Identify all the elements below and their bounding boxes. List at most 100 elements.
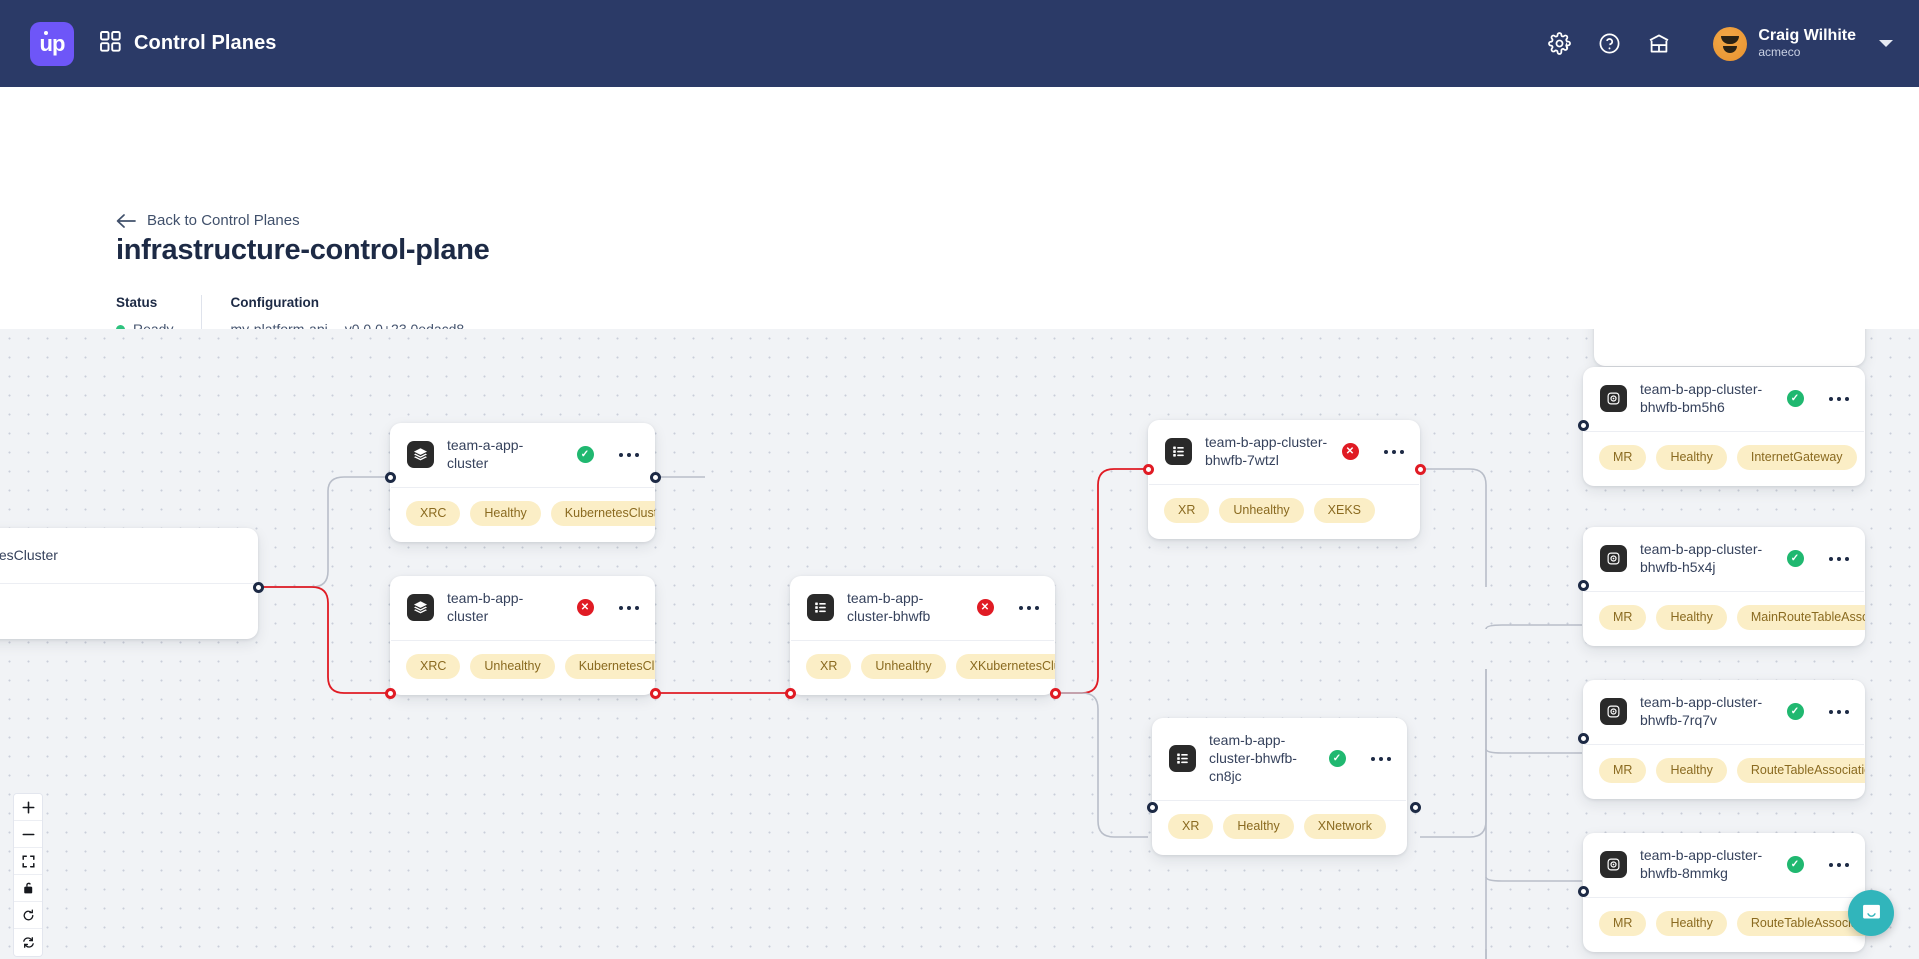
node-kubernetescluster[interactable]: KubernetesCluster API [0, 528, 258, 639]
reload-icon[interactable] [14, 902, 42, 929]
back-link-label: Back to Control Planes [147, 212, 300, 229]
node-handle-kubernetescluster-out[interactable] [253, 582, 264, 593]
node-divider [1584, 590, 1864, 592]
lock-icon[interactable] [14, 875, 42, 902]
node-tag: XR [806, 653, 852, 680]
node-title: team-b-app-cluster [447, 590, 524, 624]
managed-resource-icon [1600, 545, 1627, 573]
node-handle-team-a-in[interactable] [385, 472, 396, 483]
resource-icon [807, 594, 834, 622]
configuration-label: Configuration [230, 295, 319, 310]
node-menu-button[interactable] [618, 452, 639, 458]
node-title: KubernetesCluster [0, 546, 58, 563]
node-handle-bm5h6-in[interactable] [1578, 420, 1589, 431]
node-tag: MR [1599, 444, 1647, 471]
node-tag: MainRouteTableAssociation [1736, 604, 1865, 631]
node-team-b-app-cluster[interactable]: team-b-app-cluster ✕ XRC Unhealthy Kuber… [390, 576, 655, 696]
node-menu-button[interactable] [618, 605, 639, 611]
node-team-b-app-cluster-bhwfb-7rq7v[interactable]: team-b-app-cluster-bhwfb-7rq7v ✓ MR Heal… [1583, 680, 1865, 800]
stack-icon [407, 594, 434, 622]
node-title: team-b-app-cluster-bhwfb-h5x4j [1640, 541, 1763, 575]
node-title: team-b-app-cluster-bhwfb [847, 590, 931, 624]
avatar [1713, 26, 1748, 61]
node-handle-bhwfb-out[interactable] [1050, 688, 1061, 699]
node-tags: XR Healthy XNetwork [1152, 801, 1407, 856]
node-handle-h5x4j-in[interactable] [1578, 580, 1589, 591]
node-handle-team-a-out[interactable] [650, 472, 661, 483]
node-tags: API [0, 584, 258, 639]
node-team-b-app-cluster-bhwfb-8mmkg[interactable]: team-b-app-cluster-bhwfb-8mmkg ✓ MR Heal… [1583, 833, 1865, 953]
sync-icon[interactable] [14, 929, 42, 956]
zoom-out-button[interactable] [14, 821, 42, 848]
node-handle-team-b-in[interactable] [385, 688, 396, 699]
nav-right-cluster: Craig Wilhite acmeco [1545, 26, 1893, 61]
node-menu-button[interactable] [1018, 605, 1039, 611]
node-title: team-a-app-cluster [447, 437, 524, 471]
node-handle-7wtzl-out[interactable] [1415, 464, 1426, 475]
back-to-control-planes-link[interactable]: Back to Control Planes [116, 212, 300, 229]
page-header: Back to Control Planes infrastructure-co… [0, 87, 1919, 416]
node-divider [1584, 430, 1864, 432]
chat-bubble-icon[interactable] [1848, 890, 1894, 936]
arrow-left-icon [116, 213, 136, 228]
user-name: Craig Wilhite [1758, 26, 1856, 44]
node-handle-7wtzl-in[interactable] [1143, 464, 1154, 475]
node-divider [791, 639, 1054, 641]
node-menu-button[interactable] [1828, 709, 1849, 715]
logo-dot [44, 30, 48, 35]
node-tag: MR [1599, 757, 1647, 784]
node-header: team-b-app-cluster-bhwfb ✕ [790, 576, 1055, 640]
node-tags: XR Unhealthy XKubernetesCluster [790, 641, 1055, 696]
node-header: KubernetesCluster [0, 528, 258, 583]
managed-resource-icon [1600, 698, 1627, 726]
resource-icon [1169, 745, 1196, 773]
user-menu[interactable]: Craig Wilhite acmeco [1713, 26, 1893, 61]
node-team-b-app-cluster-bhwfb-cn8jc[interactable]: team-b-app-cluster-bhwfb-cn8jc ✓ XR Heal… [1152, 718, 1407, 856]
resource-graph-canvas[interactable]: KubernetesCluster API team-a-app-cluster… [0, 329, 1919, 959]
node-divider [1153, 799, 1406, 801]
node-partial-top[interactable] [1594, 329, 1865, 366]
node-tag: KubernetesCluster [550, 500, 655, 527]
node-menu-button[interactable] [1370, 756, 1391, 762]
node-tag: XKubernetesCluster [955, 653, 1055, 680]
node-tag: Unhealthy [470, 653, 555, 680]
node-tag: RouteTableAssociation [1736, 757, 1865, 784]
node-handle-7rq7v-in[interactable] [1578, 733, 1589, 744]
node-team-b-app-cluster-bhwfb-7wtzl[interactable]: team-b-app-cluster-bhwfb-7wtzl ✕ XR Unhe… [1148, 420, 1420, 540]
zoom-in-button[interactable] [14, 794, 42, 821]
node-tags: MR Healthy InternetGateway [1583, 432, 1865, 487]
node-tag: Healthy [1656, 604, 1727, 631]
node-handle-cn8jc-in[interactable] [1147, 802, 1158, 813]
node-team-a-app-cluster[interactable]: team-a-app-cluster ✓ XRC Healthy Kuberne… [390, 423, 655, 543]
node-team-b-app-cluster-bhwfb[interactable]: team-b-app-cluster-bhwfb ✕ XR Unhealthy … [790, 576, 1055, 696]
node-team-b-app-cluster-bhwfb-h5x4j[interactable]: team-b-app-cluster-bhwfb-h5x4j ✓ MR Heal… [1583, 527, 1865, 647]
gear-icon[interactable] [1545, 30, 1573, 58]
chevron-down-icon[interactable] [1879, 40, 1893, 47]
node-title: team-b-app-cluster-bhwfb-bm5h6 [1640, 381, 1763, 415]
grid-icon [100, 30, 121, 57]
node-tag: XRC [406, 653, 461, 680]
node-team-b-app-cluster-bhwfb-bm5h6[interactable]: team-b-app-cluster-bhwfb-bm5h6 ✓ MR Heal… [1583, 367, 1865, 487]
node-tags: XRC Healthy KubernetesCluster [390, 488, 655, 543]
brand-logo[interactable]: up [30, 21, 74, 66]
node-menu-button[interactable] [1828, 862, 1849, 868]
node-handle-cn8jc-out[interactable] [1410, 802, 1421, 813]
nav-title: Control Planes [134, 32, 277, 54]
node-handle-bhwfb-in[interactable] [785, 688, 796, 699]
node-title: team-b-app-cluster-bhwfb-8mmkg [1640, 847, 1763, 881]
node-menu-button[interactable] [1828, 396, 1849, 402]
node-divider [391, 639, 654, 641]
node-menu-button[interactable] [1828, 556, 1849, 562]
node-header: team-b-app-cluster-bhwfb-8mmkg ✓ [1583, 833, 1865, 897]
fit-view-button[interactable] [14, 848, 42, 875]
marketplace-icon[interactable] [1645, 30, 1673, 58]
status-healthy-icon: ✓ [1786, 703, 1804, 721]
help-icon[interactable] [1595, 30, 1623, 58]
managed-resource-icon [1600, 385, 1627, 413]
node-divider [1584, 743, 1864, 745]
node-header: team-b-app-cluster-bhwfb-7wtzl ✕ [1148, 420, 1420, 484]
node-menu-button[interactable] [1383, 449, 1404, 455]
page-title: infrastructure-control-plane [116, 234, 490, 266]
node-handle-team-b-out[interactable] [650, 688, 661, 699]
node-handle-8mmkg-in[interactable] [1578, 886, 1589, 897]
